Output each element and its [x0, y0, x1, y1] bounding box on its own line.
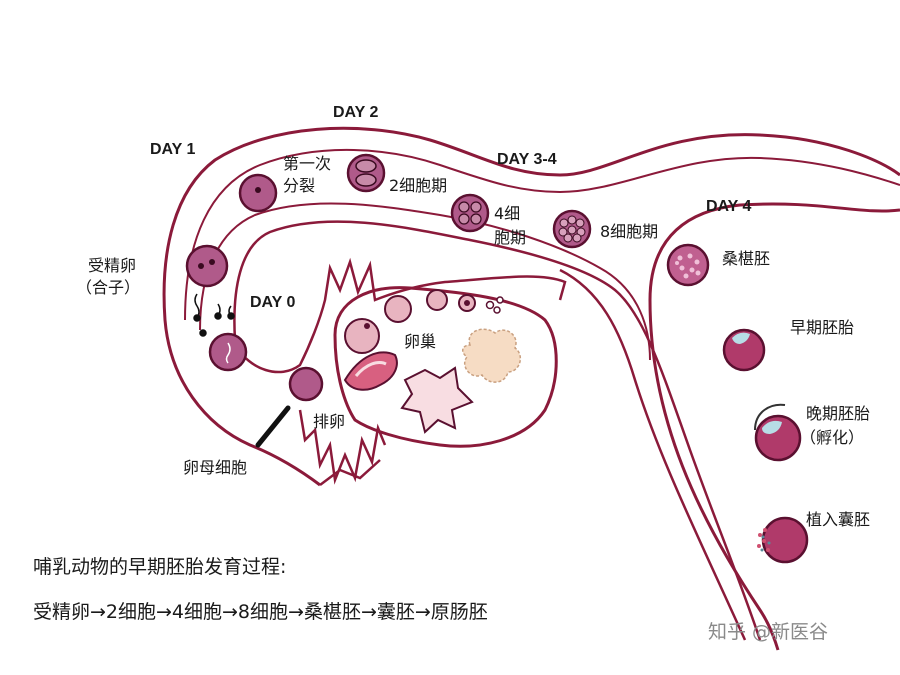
oocyte-cell	[288, 366, 324, 402]
ruptured-follicle	[343, 351, 398, 391]
caption-title: 哺乳动物的早期胚胎发育过程:	[33, 556, 287, 578]
sperm-group	[193, 293, 235, 337]
oviduct-lumen-lower	[199, 202, 651, 361]
four-cell-blastomeres	[458, 201, 482, 225]
follicle-1-oocyte	[364, 323, 370, 329]
oviduct-outer-wall	[162, 126, 900, 487]
implanted-blastocyst	[761, 516, 809, 564]
oviduct-outer-wall-lower	[648, 202, 900, 651]
implantation-site	[757, 528, 770, 552]
follicle-5b	[496, 296, 504, 304]
follicle-5a	[485, 300, 495, 310]
follicle-5c	[493, 306, 501, 314]
eight-cell-label: 8细胞期	[600, 222, 659, 241]
corpus-albicans	[400, 366, 474, 434]
oviduct-lumen-upper	[184, 148, 900, 321]
oviduct-inner-wall	[233, 220, 762, 641]
ovulation-label: 排卵	[313, 412, 346, 431]
two-cell-label: 2细胞期	[389, 176, 448, 195]
day4-label: DAY 4	[706, 198, 752, 215]
implantation-site-2	[760, 535, 771, 552]
follicle-1	[344, 318, 380, 354]
implanted-blastocyst-label: 植入囊胚	[806, 510, 871, 529]
late-blastocyst-label-1: 晚期胚胎	[806, 404, 871, 423]
follicle-4-oocyte	[464, 300, 470, 306]
first-division-label-2: 分裂	[283, 176, 316, 195]
morula-label: 桑椹胚	[722, 249, 771, 268]
follicle-2	[384, 295, 412, 323]
blastomere-2	[355, 173, 377, 187]
four-cell-label-2: 胞期	[494, 228, 527, 247]
sperm-entry	[225, 342, 231, 364]
ruptured-follicle-core	[354, 361, 387, 377]
fertilizing-egg	[208, 332, 248, 372]
zygote-cell	[185, 244, 229, 288]
morula-cells	[675, 253, 701, 279]
fimbriae	[233, 257, 567, 374]
zona-shell	[754, 403, 786, 431]
pronucleus-2	[209, 259, 215, 265]
oocyte-label: 卵母细胞	[183, 458, 248, 477]
day1-label: DAY 1	[150, 141, 196, 158]
day2-label: DAY 2	[333, 104, 379, 121]
morula-embryo	[666, 243, 710, 287]
eight-cell-blastomeres	[558, 215, 586, 243]
first-division-label-1: 第一次	[283, 154, 332, 173]
day1-nucleus	[255, 187, 261, 193]
early-blastocyst-icm	[732, 332, 750, 344]
blastomere-1	[355, 159, 377, 173]
ovary-ligament	[298, 409, 387, 485]
day34-label: DAY 3-4	[497, 151, 557, 168]
ovary-ligament-2	[319, 459, 381, 486]
late-blastocyst-icm	[762, 420, 782, 434]
zygote-label-2: （合子）	[76, 278, 141, 297]
ovary-label: 卵巢	[404, 332, 437, 351]
ovary-outline	[333, 286, 558, 448]
follicle-3	[426, 289, 448, 311]
four-cell-label-1: 4细	[494, 204, 521, 223]
pronucleus-1	[198, 263, 204, 269]
late-blastocyst-label-2: （孵化）	[800, 428, 865, 447]
corpus-luteum	[462, 328, 522, 383]
early-blastocyst-label: 早期胚胎	[790, 318, 855, 337]
day0-label: DAY 0	[250, 294, 296, 311]
oocyte-pointer	[255, 405, 291, 448]
caption-sequence: 受精卵→2细胞→4细胞→8细胞→桑椹胚→囊胚→原肠胚	[33, 601, 488, 623]
uterus-wall	[559, 268, 747, 641]
zygote-label-1: 受精卵	[88, 256, 137, 275]
four-cell-embryo	[450, 193, 490, 233]
watermark: 知乎 @新医谷	[708, 621, 829, 643]
